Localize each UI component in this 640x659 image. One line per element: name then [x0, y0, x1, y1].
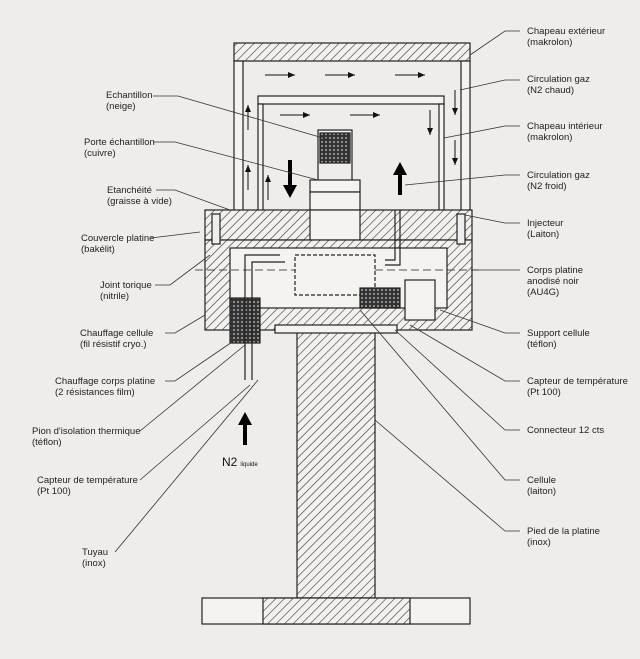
label-capteur-bas: Capteur de température(Pt 100)	[37, 475, 138, 497]
label-line: Porte échantillon	[84, 137, 155, 148]
label-capteur-haut: Capteur de température(Pt 100)	[527, 376, 628, 398]
gas-flow-arrows	[245, 72, 458, 200]
n2-text: N2	[222, 455, 238, 469]
label-chauffage-cellule: Chauffage cellule(fil résistif cryo.)	[80, 328, 153, 350]
label-line: Cellule	[527, 475, 557, 486]
label-line: Couvercle platine	[81, 233, 155, 244]
label-echantillon: Echantillon(neige)	[106, 90, 152, 112]
label-line: Joint torique	[100, 280, 152, 291]
label-line: Capteur de température	[527, 376, 628, 387]
label-line: Capteur de température	[37, 475, 138, 486]
label-line: (N2 chaud)	[527, 85, 574, 96]
label-line: (AU4G)	[527, 287, 560, 298]
label-couvercle: Couvercle platine(bakélit)	[81, 233, 154, 255]
leader-lines	[114, 30, 520, 553]
label-line: Circulation gaz	[527, 74, 590, 85]
label-line: (Laiton)	[527, 229, 560, 240]
label-porte-echantillon: Porte échantillon(cuivre)	[84, 137, 155, 159]
label-line: (graisse à vide)	[107, 196, 172, 207]
label-chauffage-corps: Chauffage corps platine(2 résistances fi…	[55, 376, 155, 398]
n2-subtext: liquide	[240, 462, 258, 468]
label-line: (makrolon)	[527, 132, 573, 143]
label-line: Chapeau intérieur	[527, 121, 603, 132]
foot-column	[296, 329, 376, 599]
label-line: (2 résistances film)	[55, 387, 135, 398]
label-line: (téflon)	[32, 437, 62, 448]
label-cellule: Cellule(laiton)	[527, 475, 556, 497]
label-line: Injecteur	[527, 218, 564, 229]
label-line: Tuyau	[82, 547, 109, 558]
label-circ-froid: Circulation gaz(N2 froid)	[527, 170, 590, 192]
outer-hat	[233, 42, 471, 62]
n2-arrow	[238, 412, 252, 445]
label-line: Chauffage corps platine	[55, 376, 156, 387]
label-line: Pied de la platine	[527, 526, 600, 537]
big-arrows	[238, 160, 407, 445]
label-line: Echantillon	[106, 90, 153, 101]
label-connecteur: Connecteur 12 cts	[527, 425, 604, 436]
label-line: (bakélit)	[81, 244, 115, 255]
label-support: Support cellule(téflon)	[527, 328, 590, 350]
label-pied: Pied de la platine(inox)	[527, 526, 600, 548]
label-line: Connecteur 12 cts	[527, 425, 605, 436]
label-line: (laiton)	[527, 486, 557, 497]
label-line: Support cellule	[527, 328, 590, 339]
label-circ-chaud: Circulation gaz(N2 chaud)	[527, 74, 590, 96]
label-chapeau-int: Chapeau intérieur(makrolon)	[527, 121, 603, 143]
label-line: (neige)	[106, 101, 136, 112]
label-line: Pion d'isolation thermique	[32, 426, 141, 437]
label-etancheite: Etanchéité(graisse à vide)	[107, 185, 172, 207]
label-pion: Pion d'isolation thermique(téflon)	[32, 426, 141, 448]
label-line: Chapeau extérieur	[527, 26, 606, 37]
label-joint: Joint torique(nitrile)	[100, 280, 152, 302]
label-line: (Pt 100)	[37, 486, 71, 497]
label-line: (cuivre)	[84, 148, 116, 159]
label-line: Corps platine	[527, 265, 583, 276]
label-line: (makrolon)	[527, 37, 573, 48]
inner-hat	[257, 95, 445, 105]
sample	[319, 132, 351, 164]
label-line: (N2 froid)	[527, 181, 567, 192]
label-line: (Pt 100)	[527, 387, 561, 398]
label-line: (fil résistif cryo.)	[80, 339, 147, 350]
label-line: (nitrile)	[100, 291, 130, 302]
label-tuyau: Tuyau(inox)	[82, 547, 108, 569]
label-line: (inox)	[527, 537, 551, 548]
label-line: Etanchéité	[107, 185, 152, 196]
label-injecteur: Injecteur(Laiton)	[527, 218, 563, 240]
label-line: (inox)	[82, 558, 106, 569]
label-chapeau-ext: Chapeau extérieur(makrolon)	[527, 26, 605, 48]
label-line: (téflon)	[527, 339, 557, 350]
label-line: anodisé noir	[527, 276, 579, 287]
label-line: Circulation gaz	[527, 170, 590, 181]
label-line: Chauffage cellule	[80, 328, 154, 339]
